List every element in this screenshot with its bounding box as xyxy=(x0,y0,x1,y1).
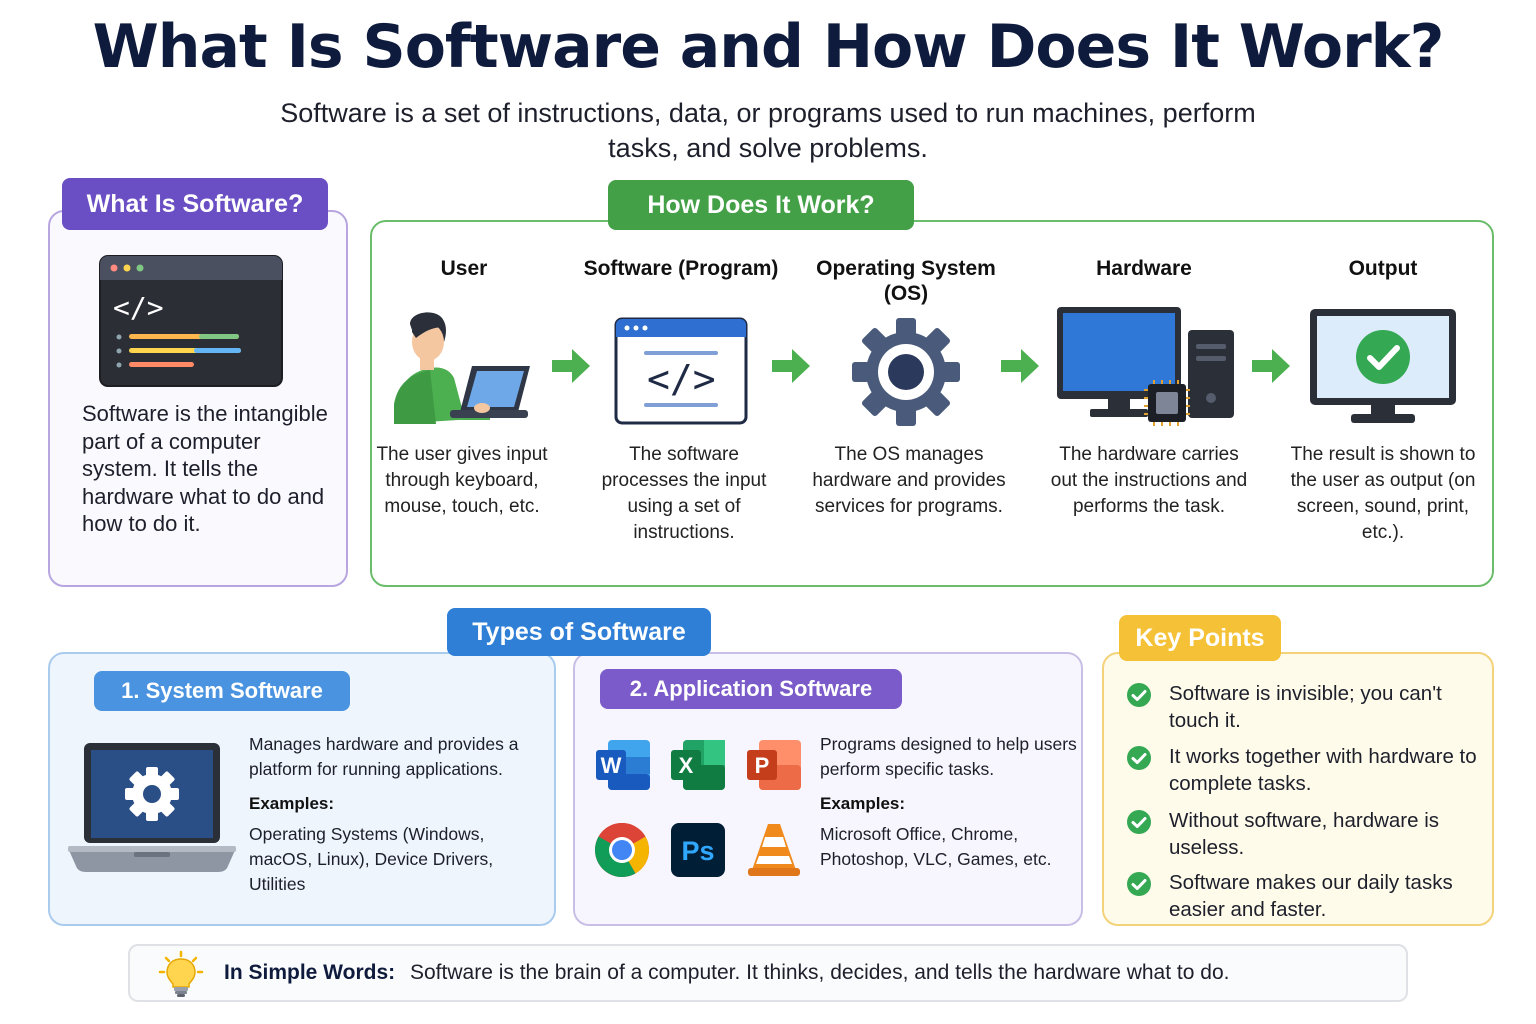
key-point-item: It works together with hardware to compl… xyxy=(1126,743,1486,797)
svg-text:</>: </> xyxy=(647,357,716,401)
photoshop-icon: Ps xyxy=(670,822,726,878)
simple-words-bar xyxy=(128,944,1408,1002)
step-desc-os: The OS manages hardware and provides ser… xyxy=(812,444,1006,517)
page-title: What Is Software and How Does It Work? xyxy=(92,12,1445,82)
system-examples-text: Operating Systems (Windows, macOS, Linux… xyxy=(249,824,494,894)
arrow-right-icon xyxy=(552,349,590,383)
what-is-software-heading: What Is Software? xyxy=(62,178,328,230)
check-circle-icon xyxy=(1127,872,1151,896)
what-is-software-text: Software is the intangible part of a com… xyxy=(82,401,328,536)
check-circle-icon xyxy=(1127,746,1151,770)
arrow-right-icon xyxy=(772,349,810,383)
monitor-check-icon xyxy=(1309,308,1457,428)
svg-text:</>: </> xyxy=(113,291,164,324)
key-point-item: Software makes our daily tasks easier an… xyxy=(1126,869,1486,923)
step-title-output: Output xyxy=(1348,257,1418,280)
check-circle-icon xyxy=(1127,683,1151,707)
step-desc-user: The user gives input through keyboard, m… xyxy=(376,444,548,517)
simple-words-text: Software is the brain of a computer. It … xyxy=(410,961,1230,984)
step-title-os: Operating System (OS) xyxy=(816,257,996,305)
excel-icon: X xyxy=(669,738,727,792)
how-it-works-heading: How Does It Work? xyxy=(608,180,914,230)
lightbulb-icon xyxy=(158,950,204,998)
step-desc-output: The result is shown to the user as outpu… xyxy=(1290,444,1476,543)
svg-text:Ps: Ps xyxy=(681,836,714,866)
step-title-hardware: Hardware xyxy=(1096,257,1192,280)
application-examples-label: Examples: xyxy=(820,794,906,813)
user-laptop-icon xyxy=(390,308,538,426)
step-desc-software: The software processes the input using a… xyxy=(601,444,767,543)
step-title-user: User xyxy=(440,257,488,280)
key-points-heading: Key Points xyxy=(1119,615,1281,661)
application-examples-text: Microsoft Office, Chrome, Photoshop, VLC… xyxy=(820,824,1052,869)
powerpoint-icon: P xyxy=(745,738,803,792)
system-examples-label: Examples: xyxy=(249,794,335,813)
computer-hardware-icon xyxy=(1056,306,1236,430)
types-of-software-heading: Types of Software xyxy=(447,608,711,656)
gear-icon xyxy=(852,318,960,426)
step-title-software: Software (Program) xyxy=(583,257,779,280)
check-circle-icon xyxy=(1127,810,1151,834)
key-point-item: Software is invisible; you can't touch i… xyxy=(1126,680,1486,734)
key-point-text: It works together with hardware to compl… xyxy=(1169,745,1477,795)
code-editor-icon: </> xyxy=(99,255,283,387)
arrow-right-icon xyxy=(1001,349,1039,383)
laptop-gear-icon xyxy=(66,742,238,874)
simple-words-label: In Simple Words: xyxy=(224,961,396,984)
arrow-right-icon xyxy=(1252,349,1290,383)
key-point-text: Software is invisible; you can't touch i… xyxy=(1169,682,1442,732)
page-subtitle: Software is a set of instructions, data,… xyxy=(280,98,1256,163)
step-desc-hardware: The hardware carries out the instruction… xyxy=(1050,444,1248,517)
system-software-heading: 1. System Software xyxy=(94,671,350,711)
system-software-desc: Manages hardware and provides a platform… xyxy=(249,734,519,779)
vlc-icon xyxy=(746,820,802,878)
svg-text:W: W xyxy=(601,753,622,778)
key-points-panel xyxy=(1102,652,1494,926)
key-point-item: Without software, hardware is useless. xyxy=(1126,807,1486,861)
key-point-text: Software makes our daily tasks easier an… xyxy=(1169,871,1453,921)
application-software-desc: Programs designed to help users perform … xyxy=(820,734,1077,779)
key-point-text: Without software, hardware is useless. xyxy=(1169,809,1440,859)
chrome-icon xyxy=(594,822,650,878)
svg-text:X: X xyxy=(679,753,694,778)
word-icon: W xyxy=(594,738,652,792)
code-window-icon: </> xyxy=(614,317,748,425)
application-software-heading: 2. Application Software xyxy=(600,669,902,709)
svg-text:P: P xyxy=(755,753,770,778)
